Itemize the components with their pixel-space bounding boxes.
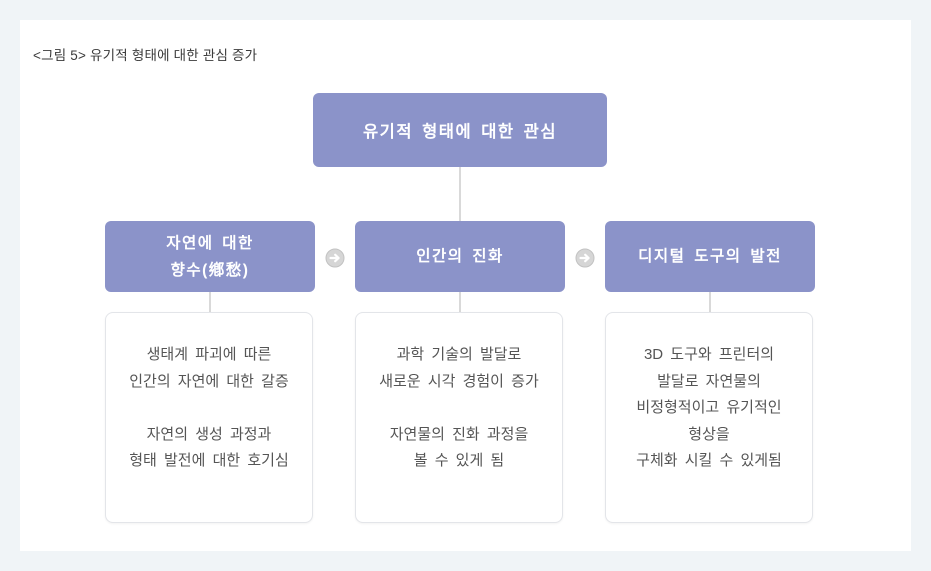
- connector-child-to-desc: [459, 292, 461, 312]
- description-box-human-evolution: 과학 기술의 발달로 새로운 시각 경험이 증가 자연물의 진화 과정을 볼 수…: [355, 312, 563, 523]
- arrow-circle-right-icon: [325, 248, 345, 268]
- arrow-circle-right-icon: [575, 248, 595, 268]
- root-node: 유기적 형태에 대한 관심: [313, 93, 607, 167]
- connector-child-to-desc: [209, 292, 211, 312]
- child-node-label: 자연에 대한 향수(鄕愁): [166, 234, 254, 279]
- child-node-digital-tools: 디지털 도구의 발전: [605, 221, 815, 292]
- child-node-label: 디지털 도구의 발전: [638, 248, 782, 265]
- connector-root-to-child: [459, 167, 461, 221]
- figure-caption: <그림 5> 유기적 형태에 대한 관심 증가: [33, 48, 258, 63]
- child-node-human-evolution: 인간의 진화: [355, 221, 565, 292]
- child-node-label: 인간의 진화: [416, 248, 504, 265]
- root-node-label: 유기적 형태에 대한 관심: [362, 123, 558, 141]
- child-node-nature-nostalgia: 자연에 대한 향수(鄕愁): [105, 221, 315, 292]
- description-box-digital-tools: 3D 도구와 프린터의 발달로 자연물의 비정형적이고 유기적인 형상을 구체화…: [605, 312, 813, 523]
- connector-child-to-desc: [709, 292, 711, 312]
- description-box-nature-nostalgia: 생태계 파괴에 따른 인간의 자연에 대한 갈증 자연의 생성 과정과 형태 발…: [105, 312, 313, 523]
- figure-card: <그림 5> 유기적 형태에 대한 관심 증가 유기적 형태에 대한 관심 자연…: [20, 20, 911, 551]
